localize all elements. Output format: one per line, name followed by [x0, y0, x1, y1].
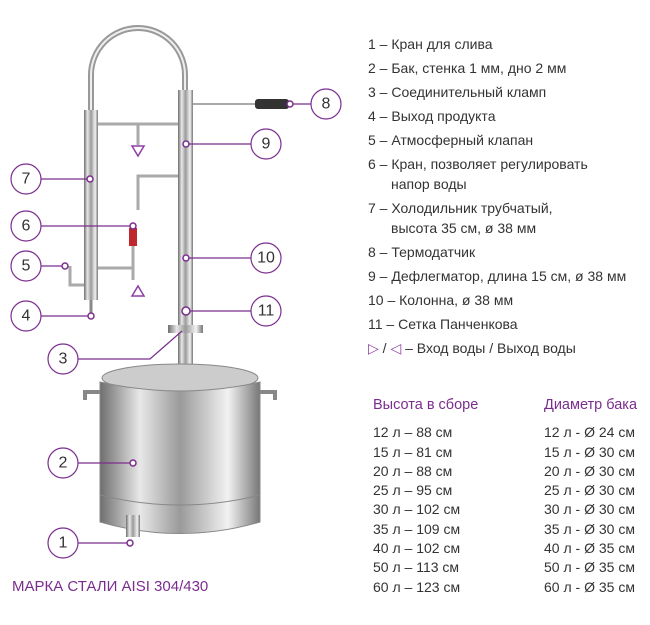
- clamp: [168, 325, 203, 333]
- condenser-tube: [84, 110, 98, 300]
- callout-7: [10, 163, 42, 195]
- callout-label: 1: [59, 535, 68, 552]
- callout-label: 2: [59, 455, 68, 472]
- parts-legend: 1 – Кран для слива 2 – Бак, стенка 1 мм,…: [368, 32, 626, 360]
- callout-4: [10, 300, 42, 332]
- callout-9: [250, 128, 282, 160]
- legend-item: 11 – Сетка Панченкова: [368, 316, 518, 332]
- legend-water: ▷ / ◁ – Вход воды / Выход воды: [368, 336, 626, 360]
- legend-item-cont: высота 35 см, ø 38 мм: [391, 220, 537, 236]
- legend-item: 4 – Выход продукта: [368, 108, 496, 124]
- table-row: 20 л – 88 см: [373, 462, 453, 479]
- diameter-table: Диаметр бака 12 л - Ø 24 см 15 л - Ø 30 с…: [544, 396, 637, 597]
- steel-grade: МАРКА СТАЛИ AISI 304/430: [12, 578, 209, 595]
- table-row: 35 л - Ø 30 см: [544, 520, 635, 537]
- callout-label: 8: [322, 96, 331, 113]
- legend-item: 9 – Дефлегматор, длина 15 см, ø 38 мм: [368, 268, 627, 284]
- table-row: 35 л – 109 см: [373, 520, 461, 537]
- table-row: 50 л - Ø 35 см: [544, 559, 635, 576]
- legend-item: 2 – Бак, стенка 1 мм, дно 2 мм: [368, 60, 567, 76]
- table-row: 40 л - Ø 35 см: [544, 540, 635, 557]
- table-row: 50 л – 113 см: [373, 559, 460, 576]
- legend-item: 3 – Соединительный кламп: [368, 84, 547, 100]
- callout-10: [250, 242, 282, 274]
- table-row: 60 л - Ø 35 см: [544, 578, 635, 595]
- callout-6: [10, 210, 42, 242]
- height-table: Высота в сборе 12 л – 88 см 15 л – 81 см 2…: [373, 396, 478, 597]
- callout-2: [47, 447, 79, 479]
- table-row: 15 л - Ø 30 см: [544, 443, 635, 460]
- table-row: 12 л – 88 см: [373, 424, 453, 441]
- water-out-icon: [130, 145, 146, 158]
- table-row: 40 л – 102 см: [373, 540, 461, 557]
- water-tap: [129, 228, 137, 246]
- legend-item: 6 – Кран, позволяет регулировать: [368, 156, 588, 172]
- table-row: 30 л – 102 см: [373, 501, 461, 518]
- table-row: 15 л – 81 см: [373, 443, 453, 460]
- table-row: 25 л - Ø 30 см: [544, 482, 635, 499]
- table-row: 12 л - Ø 24 см: [544, 424, 635, 441]
- callout-8: [310, 88, 342, 120]
- legend-item: 8 – Термодатчик: [368, 244, 476, 260]
- callout-label: 4: [22, 308, 31, 325]
- table-row: 25 л – 95 см: [373, 482, 453, 499]
- legend-item: 5 – Атмосферный клапан: [368, 132, 534, 148]
- callout-11: [250, 295, 282, 327]
- water-out-icon: ◁: [390, 340, 402, 356]
- callout-label: 7: [22, 171, 31, 188]
- callout-5: [10, 250, 42, 282]
- water-in-icon: [130, 284, 146, 297]
- legend-item-cont: напор воды: [391, 176, 467, 192]
- legend-item: 10 – Колонна, ø 38 мм: [368, 292, 514, 308]
- callout-1: [47, 527, 79, 559]
- callout-3: [47, 343, 79, 375]
- legend-item: 7 – Холодильник трубчатый,: [368, 200, 553, 216]
- callout-label: 9: [262, 136, 271, 153]
- diameter-table-title: Диаметр бака: [544, 397, 638, 413]
- callout-label: 3: [59, 351, 68, 368]
- height-table-title: Высота в сборе: [373, 397, 479, 413]
- callout-label: 11: [258, 303, 275, 320]
- column-tube: [178, 90, 193, 375]
- pot: [99, 381, 261, 534]
- drain-tap: [126, 515, 140, 537]
- legend-item: 1 – Кран для слива: [368, 36, 493, 52]
- water-in-icon: ▷: [368, 340, 379, 356]
- callout-label: 5: [22, 258, 31, 275]
- thermometer: [255, 99, 289, 109]
- callout-label: 10: [257, 250, 275, 267]
- table-row: 30 л - Ø 30 см: [544, 501, 635, 518]
- callout-label: 6: [22, 218, 31, 235]
- table-row: 60 л – 123 см: [373, 578, 461, 595]
- table-row: 20 л - Ø 30 см: [544, 462, 635, 479]
